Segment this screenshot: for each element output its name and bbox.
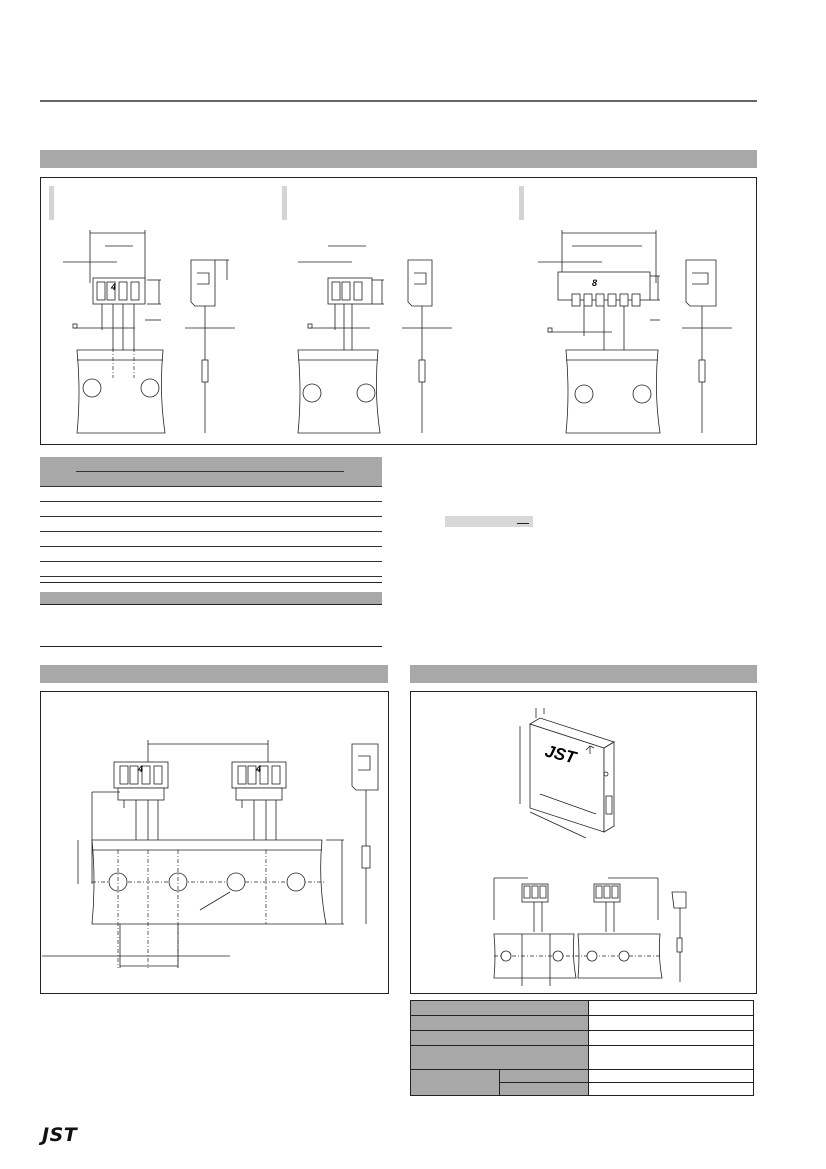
tape-drawing-variant bbox=[297, 245, 452, 434]
panel-tab-marker-1 bbox=[49, 186, 54, 220]
panel-tab-marker-2 bbox=[282, 186, 287, 220]
panel-tab-marker-3 bbox=[519, 186, 524, 220]
header-rule bbox=[40, 100, 757, 102]
highlight-chip bbox=[445, 516, 533, 527]
top-label-8: 8 bbox=[592, 278, 597, 288]
table-row bbox=[40, 486, 382, 502]
packaging-spec-table bbox=[410, 1000, 754, 1096]
section-bar-tape-pitch bbox=[40, 665, 388, 683]
table-row bbox=[40, 531, 382, 547]
jst-logo: JST bbox=[42, 1124, 78, 1146]
tape-drawing-8-pin: 8 bbox=[538, 230, 732, 434]
dimension-table bbox=[40, 457, 382, 577]
reel-box-drawing: JST bbox=[493, 708, 687, 986]
chip-dash bbox=[517, 523, 529, 524]
top-label-4: 4 bbox=[110, 282, 116, 292]
tape-drawing-4-pin: 4 bbox=[63, 230, 235, 434]
table-row bbox=[40, 516, 382, 532]
section-bar-taping-specs bbox=[40, 150, 757, 168]
note-bottom-rule bbox=[40, 646, 382, 647]
table-row bbox=[40, 561, 382, 577]
note-header-bar bbox=[40, 592, 382, 605]
pitch-label-b: 4 bbox=[255, 764, 261, 774]
section-bar-packaging bbox=[410, 665, 757, 683]
pitch-label-a: 4 bbox=[137, 764, 143, 774]
table-row bbox=[40, 501, 382, 517]
table-row bbox=[40, 546, 382, 562]
table-divider bbox=[40, 582, 382, 583]
tape-pitch-drawing: 4 4 bbox=[42, 740, 379, 968]
